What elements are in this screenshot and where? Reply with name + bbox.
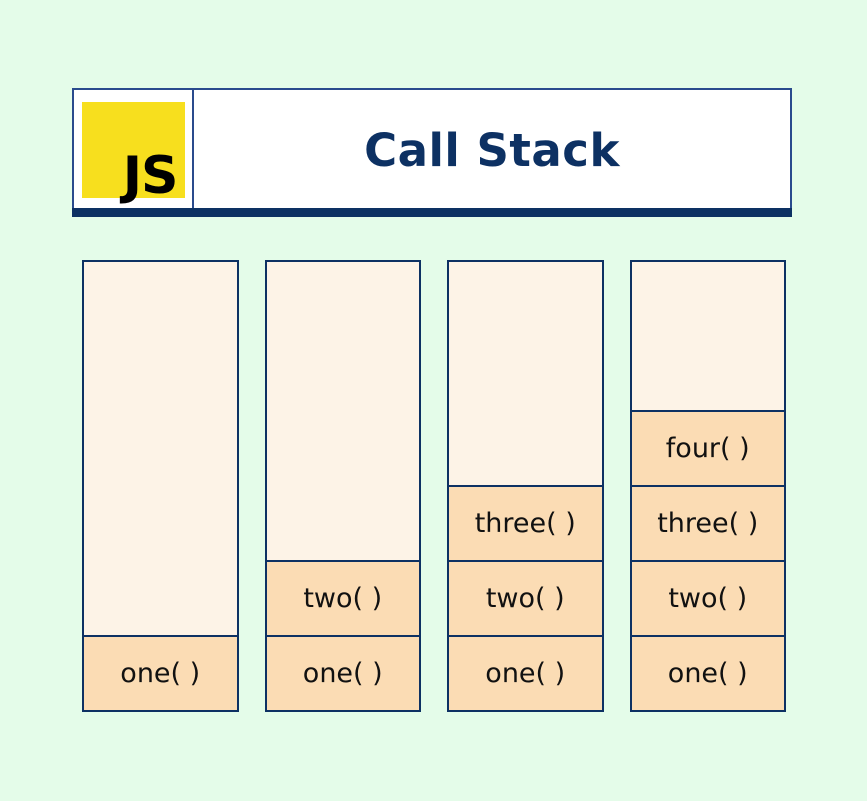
stack-frame: one( ): [631, 635, 784, 710]
call-stack-column-1: one( ): [82, 260, 239, 712]
stack-frame: two( ): [631, 560, 784, 635]
header-underline: [72, 208, 792, 217]
call-stack-column-4: four( ) three( ) two( ) one( ): [629, 260, 786, 712]
javascript-logo-label: JS: [122, 146, 179, 206]
call-stack-column-2: two( ) one( ): [264, 260, 421, 712]
page-title: Call Stack: [364, 123, 620, 177]
stack-frame: two( ): [449, 560, 602, 635]
stack-frame: four( ): [631, 410, 784, 485]
stack-frame: one( ): [266, 635, 419, 710]
javascript-logo-icon: JS: [81, 102, 185, 202]
stack-empty-space: [84, 262, 237, 635]
stack-empty-space: [449, 262, 602, 485]
stack-frame: one( ): [84, 635, 237, 710]
call-stack-header: JS Call Stack: [72, 88, 792, 212]
call-stack-columns: one( ) two( ) one( ) three( ) two( ) one…: [82, 260, 786, 712]
call-stack-column-3: three( ) two( ) one( ): [447, 260, 604, 712]
stack-empty-space: [631, 262, 784, 410]
stack-frame: three( ): [449, 485, 602, 560]
stack-frame: three( ): [631, 485, 784, 560]
stack-frame: one( ): [449, 635, 602, 710]
stack-frame: two( ): [266, 560, 419, 635]
stack-empty-space: [266, 262, 419, 560]
header-title-cell: Call Stack: [194, 90, 790, 210]
header-logo-cell: JS: [74, 90, 194, 210]
